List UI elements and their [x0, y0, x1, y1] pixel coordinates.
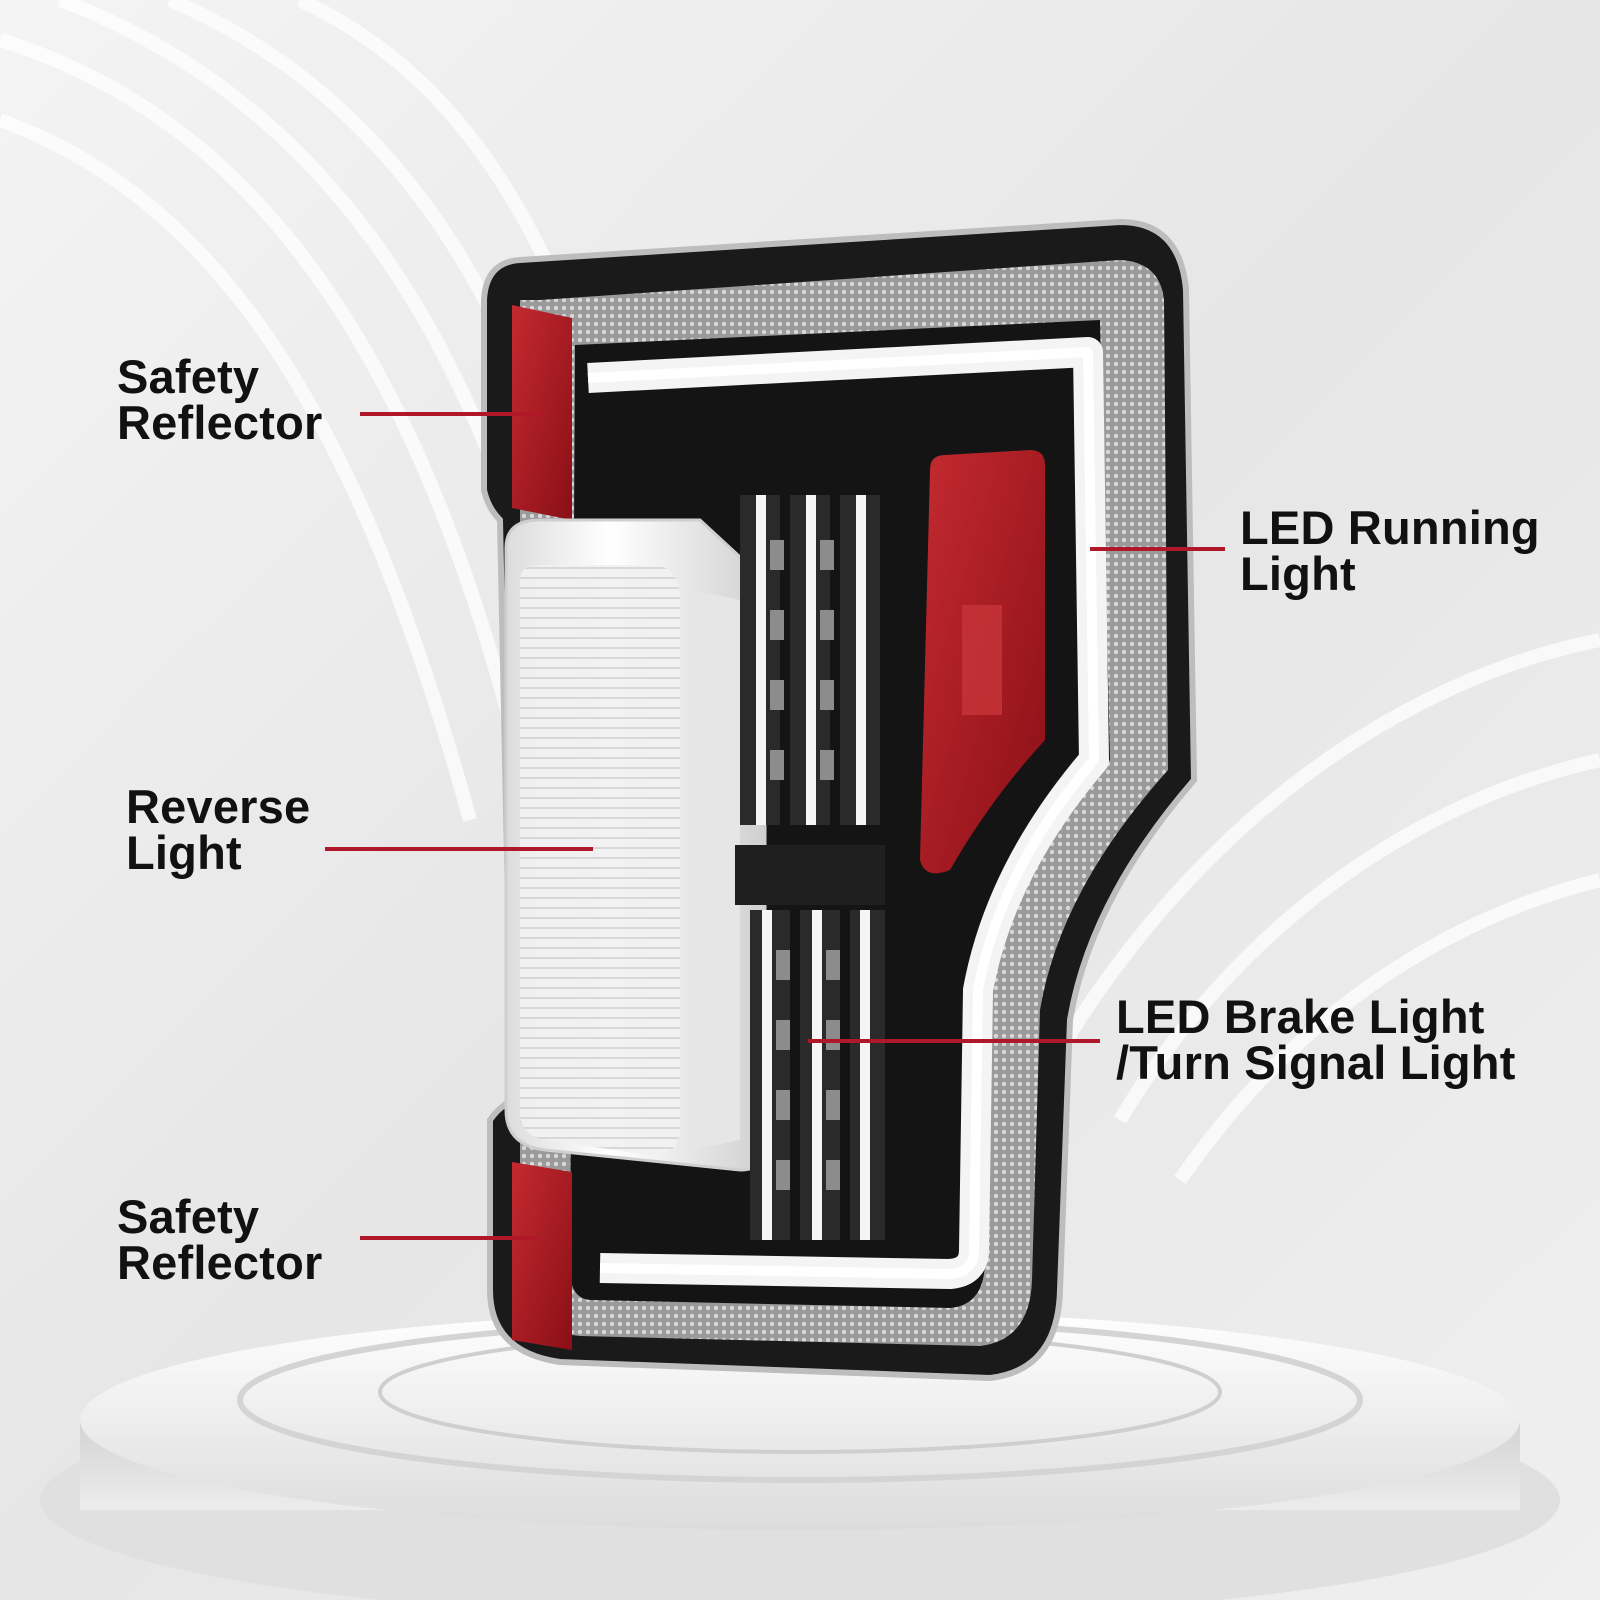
- callout-led-brake-turn-light: LED Brake Light /Turn Signal Light: [1116, 990, 1516, 1089]
- callout-line: Light: [126, 826, 242, 879]
- leader-lines: [325, 412, 1225, 1240]
- bottom-reflector: [512, 1162, 572, 1350]
- tail-light-assembly: [481, 218, 1198, 1382]
- callout-led-running-light: LED Running Light: [1240, 501, 1540, 600]
- callout-line: /Turn Signal Light: [1116, 1036, 1516, 1089]
- callout-line: LED Brake Light: [1116, 990, 1485, 1043]
- callout-safety-reflector-bottom: Safety Reflector: [117, 1190, 323, 1289]
- display-podium: [40, 1310, 1560, 1600]
- callout-safety-reflector-top: Safety Reflector: [117, 350, 323, 449]
- background-swirl: [0, 0, 1600, 1184]
- led-columns-upper: [740, 495, 880, 825]
- callout-line: Safety: [117, 1190, 260, 1243]
- callout-line: Safety: [117, 350, 260, 403]
- led-columns-lower: [750, 910, 885, 1240]
- callout-line: Reflector: [117, 396, 323, 449]
- callout-reverse-light: Reverse Light: [126, 780, 311, 879]
- callout-line: Reflector: [117, 1236, 323, 1289]
- callout-line: LED Running: [1240, 501, 1540, 554]
- callout-line: Light: [1240, 547, 1356, 600]
- callout-line: Reverse: [126, 780, 311, 833]
